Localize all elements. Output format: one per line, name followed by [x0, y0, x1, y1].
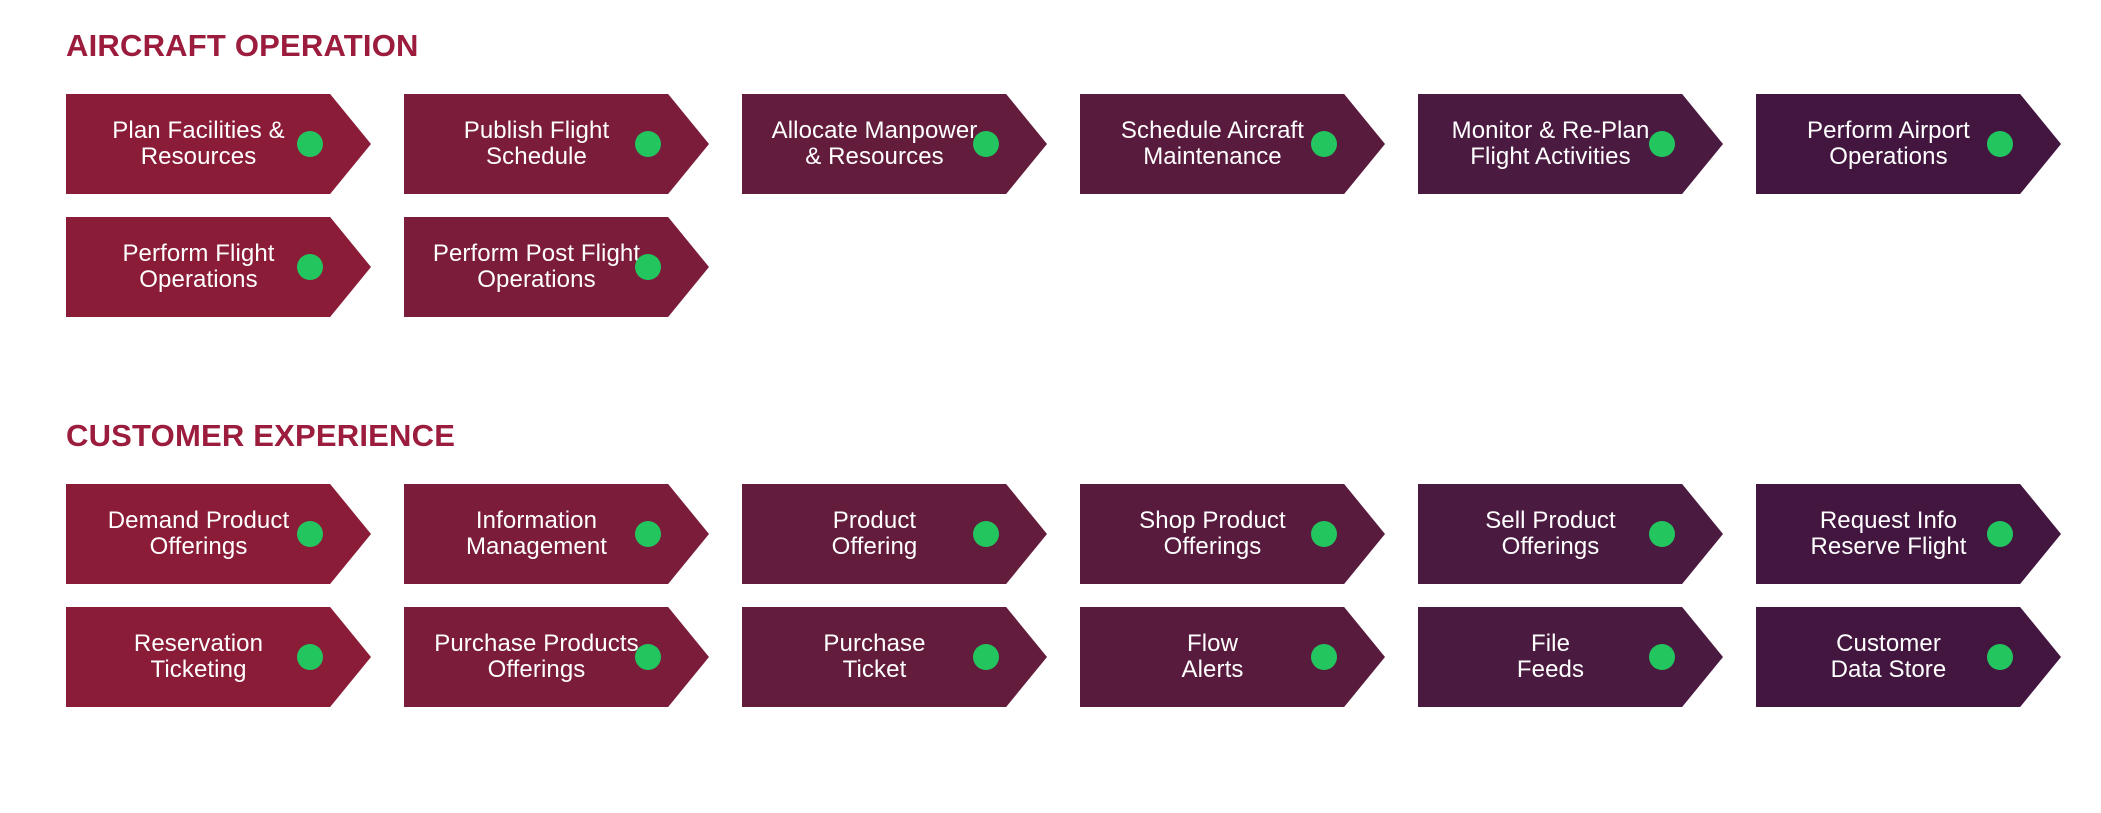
status-dot-icon	[1311, 644, 1337, 670]
capability-chevron[interactable]: Allocate Manpower & Resources	[742, 94, 1047, 194]
section-title-aircraft-operation: AIRCRAFT OPERATION	[66, 28, 419, 63]
capability-chevron[interactable]: Demand Product Offerings	[66, 484, 371, 584]
status-dot-icon	[635, 644, 661, 670]
capability-label: Shop Product Offerings	[1139, 506, 1286, 560]
section-customer-experience: CUSTOMER EXPERIENCE Demand Product Offer…	[0, 420, 2101, 707]
capability-label: Product Offering	[831, 506, 918, 560]
capability-label: Reservation Ticketing	[133, 629, 264, 683]
capability-label: Perform Post Flight Operations	[432, 239, 641, 293]
capability-label: Request Info Reserve Flight	[1810, 506, 1967, 560]
capability-label: Monitor & Re-Plan Flight Activities	[1451, 116, 1650, 170]
capability-label: Sell Product Offerings	[1485, 506, 1616, 560]
capability-label: Information Management	[465, 506, 608, 560]
capability-label: Schedule Aircraft Maintenance	[1120, 116, 1305, 170]
capability-chevron[interactable]: Publish Flight Schedule	[404, 94, 709, 194]
status-dot-icon	[1311, 521, 1337, 547]
status-dot-icon	[973, 521, 999, 547]
status-dot-icon	[973, 131, 999, 157]
status-dot-icon	[1649, 521, 1675, 547]
status-dot-icon	[973, 644, 999, 670]
capability-chevron[interactable]: Purchase Products Offerings	[404, 607, 709, 707]
capability-chevron[interactable]: Sell Product Offerings	[1418, 484, 1723, 584]
status-dot-icon	[1649, 644, 1675, 670]
section-aircraft-operation: AIRCRAFT OPERATION Plan Facilities & Res…	[0, 30, 2101, 317]
capability-chevron[interactable]: Perform Flight Operations	[66, 217, 371, 317]
capability-chevron[interactable]: Request Info Reserve Flight	[1756, 484, 2061, 584]
status-dot-icon	[635, 254, 661, 280]
capability-chevron[interactable]: Reservation Ticketing	[66, 607, 371, 707]
capability-row: Demand Product Offerings Information Mana…	[0, 484, 2101, 584]
capability-label: Perform Flight Operations	[122, 239, 275, 293]
capability-label: Purchase Products Offerings	[434, 629, 639, 683]
capability-row: Plan Facilities & Resources Publish Fligh…	[0, 94, 2101, 194]
capability-label: Plan Facilities & Resources	[112, 116, 285, 170]
capability-label: Demand Product Offerings	[107, 506, 290, 560]
capability-chevron[interactable]: Monitor & Re-Plan Flight Activities	[1418, 94, 1723, 194]
status-dot-icon	[1649, 131, 1675, 157]
capability-row: Reservation Ticketing Purchase Products O…	[0, 607, 2101, 707]
status-dot-icon	[1987, 521, 2013, 547]
capability-label: Allocate Manpower & Resources	[771, 116, 978, 170]
capability-chevron[interactable]: Perform Airport Operations	[1756, 94, 2061, 194]
capability-chevron[interactable]: Schedule Aircraft Maintenance	[1080, 94, 1385, 194]
status-dot-icon	[297, 131, 323, 157]
capability-label: Publish Flight Schedule	[463, 116, 610, 170]
status-dot-icon	[1987, 131, 2013, 157]
capability-label: Purchase Ticket	[823, 629, 926, 683]
capability-chevron[interactable]: Plan Facilities & Resources	[66, 94, 371, 194]
capability-chevron[interactable]: Product Offering	[742, 484, 1047, 584]
status-dot-icon	[1987, 644, 2013, 670]
capability-label: File Feeds	[1516, 629, 1585, 683]
capability-chevron[interactable]: Flow Alerts	[1080, 607, 1385, 707]
section-rows-aircraft-operation: Plan Facilities & Resources Publish Fligh…	[0, 94, 2101, 317]
capability-chevron[interactable]: Shop Product Offerings	[1080, 484, 1385, 584]
status-dot-icon	[297, 644, 323, 670]
capability-chevron[interactable]: Purchase Ticket	[742, 607, 1047, 707]
capability-chevron[interactable]: Customer Data Store	[1756, 607, 2061, 707]
capability-row: Perform Flight Operations Perform Post Fl…	[0, 217, 2101, 317]
capability-label: Customer Data Store	[1830, 629, 1947, 683]
capability-label: Flow Alerts	[1181, 629, 1244, 683]
status-dot-icon	[297, 521, 323, 547]
section-title-customer-experience: CUSTOMER EXPERIENCE	[66, 418, 456, 453]
status-dot-icon	[635, 521, 661, 547]
capability-chevron[interactable]: File Feeds	[1418, 607, 1723, 707]
status-dot-icon	[635, 131, 661, 157]
capability-chevron[interactable]: Information Management	[404, 484, 709, 584]
status-dot-icon	[297, 254, 323, 280]
section-rows-customer-experience: Demand Product Offerings Information Mana…	[0, 484, 2101, 707]
capability-label: Perform Airport Operations	[1807, 116, 1970, 170]
status-dot-icon	[1311, 131, 1337, 157]
capability-chevron[interactable]: Perform Post Flight Operations	[404, 217, 709, 317]
